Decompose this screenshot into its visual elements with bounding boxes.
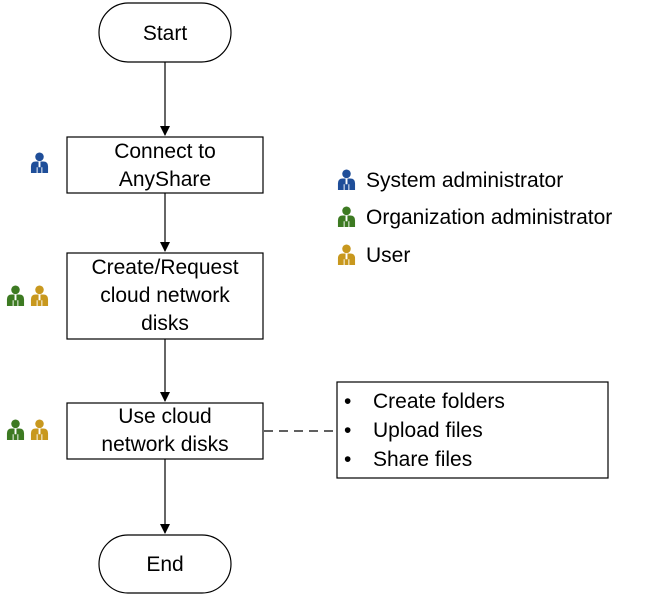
start-node: Start (98, 2, 232, 63)
end-node: End (98, 534, 232, 594)
create-label-line-1: Create/Request (91, 256, 238, 279)
action-bullet-2: • (344, 419, 351, 442)
legend-org-admin-person-icon (337, 206, 356, 227)
action-item-3: Share files (373, 448, 472, 471)
create-node: Create/Request cloud network disks (66, 252, 264, 340)
legend-user-person-icon (337, 244, 356, 265)
legend-label-user: User (366, 244, 410, 267)
connect-label-line-2: AnyShare (119, 168, 211, 191)
org-admin-person-icon (6, 419, 25, 440)
create-label-line-2: cloud network (100, 284, 230, 307)
legend-label-system-admin: System administrator (366, 169, 563, 192)
action-bullet-1: • (344, 390, 351, 413)
legend: System administrator Organization admini… (337, 169, 612, 267)
connect-label-line-1: Connect to (114, 140, 216, 163)
action-item-2: Upload files (373, 419, 483, 442)
start-label: Start (143, 22, 188, 45)
legend-system-admin-person-icon (337, 169, 356, 190)
use-label-line-2: network disks (101, 433, 228, 456)
use-node: Use cloud network disks (66, 402, 264, 460)
user-person-icon (30, 419, 49, 440)
action-bullet-3: • (344, 448, 351, 471)
system-admin-person-icon (30, 152, 49, 173)
actions-box: • Create folders • Upload files • Share … (336, 381, 609, 479)
legend-label-org-admin: Organization administrator (366, 206, 612, 229)
connect-node: Connect to AnyShare (66, 136, 264, 194)
user-person-icon (30, 285, 49, 306)
org-admin-person-icon (6, 285, 25, 306)
end-label: End (146, 553, 183, 576)
create-label-line-3: disks (141, 312, 189, 335)
action-item-1: Create folders (373, 390, 505, 413)
use-label-line-1: Use cloud (118, 405, 211, 428)
